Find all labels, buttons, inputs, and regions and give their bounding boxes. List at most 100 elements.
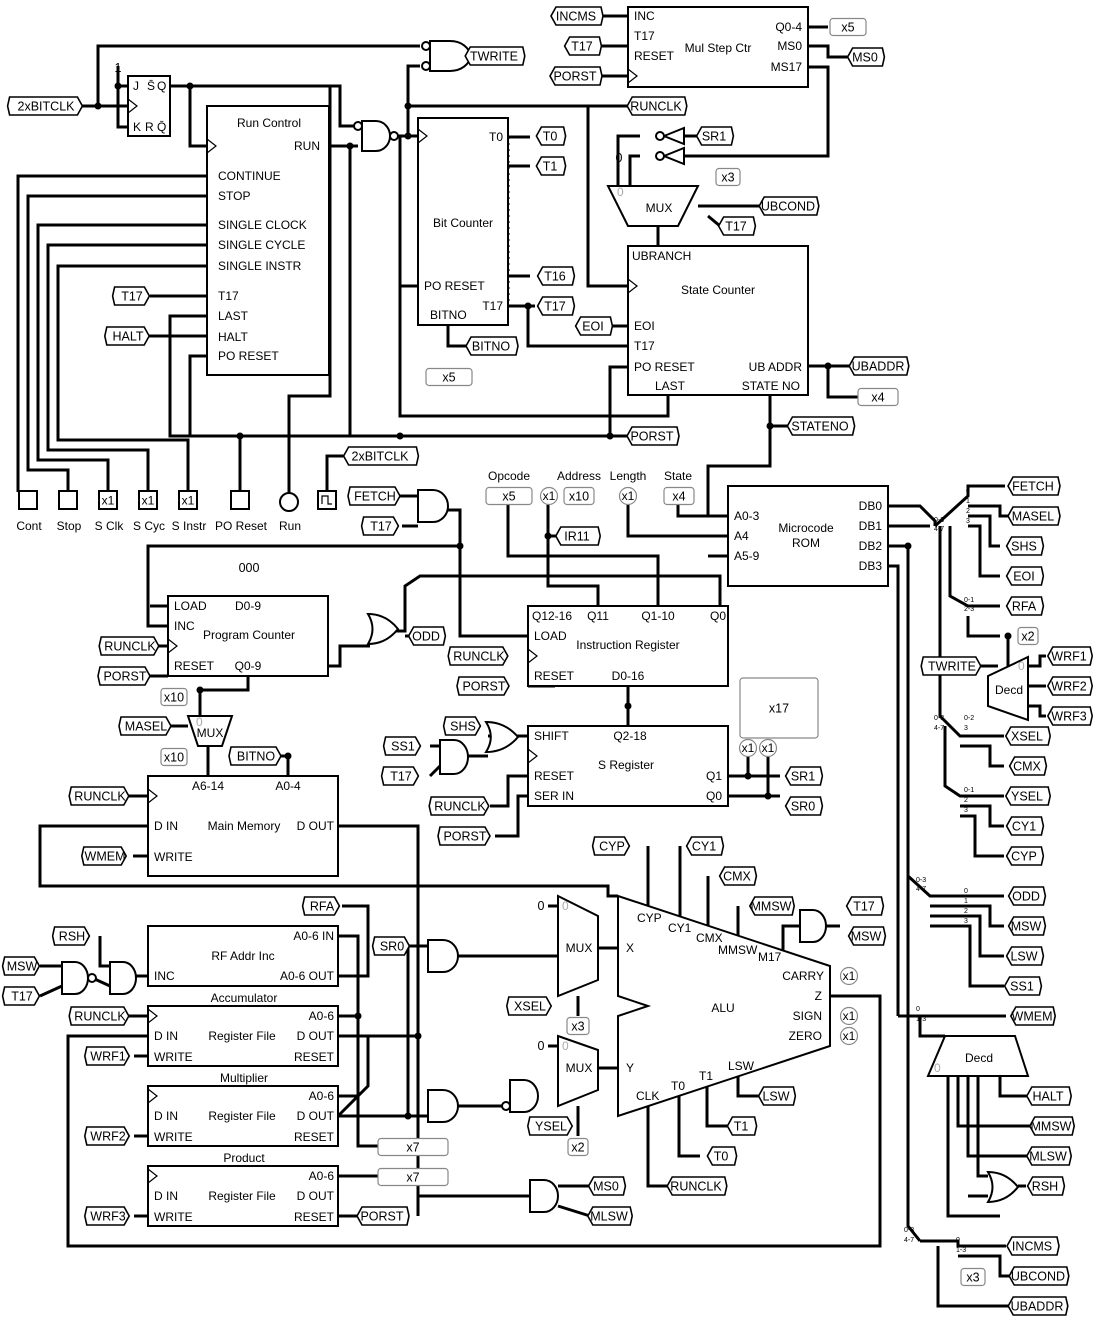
s-register-body — [527, 725, 729, 807]
pin-label: Q0 — [710, 609, 726, 623]
tunnel-label: TWRITE — [470, 50, 518, 64]
io-cont[interactable]: Cont — [16, 490, 42, 533]
splitter-label: 3 — [966, 518, 970, 525]
tunnel-label: MSW — [1011, 920, 1042, 934]
wire — [888, 504, 937, 526]
input-pin-icon[interactable] — [138, 490, 158, 510]
bit-width-indicator: x10 — [563, 486, 595, 506]
tunnel-wrf1: WRF1 — [1046, 646, 1094, 666]
io-run[interactable]: Run — [279, 492, 301, 533]
pin-label: Q̄ — [157, 120, 166, 134]
tunnel-label: PORST — [443, 830, 486, 844]
wire — [781, 924, 800, 957]
splitter-label: 0-2 — [964, 715, 974, 722]
splitter-label: 0 — [964, 888, 968, 895]
wire — [938, 526, 1004, 738]
io-po-reset[interactable]: PO Reset — [215, 490, 268, 533]
pin-label: 0 — [562, 899, 569, 913]
tunnel-label: SR0 — [791, 800, 815, 814]
inverter-bubble — [389, 131, 399, 141]
io-s-clk[interactable]: x1S Clk — [95, 490, 125, 533]
wire-junction — [196, 686, 204, 694]
tunnel-lsw: LSW — [1005, 946, 1045, 966]
push-button-icon[interactable] — [230, 490, 250, 510]
block-title: S Register — [598, 758, 654, 772]
tunnel-porst: PORST — [356, 1206, 410, 1226]
tunnel-label: RSH — [1032, 1180, 1058, 1194]
push-button-icon[interactable] — [18, 490, 38, 510]
tunnel-incms: INCMS — [550, 6, 604, 26]
wire-junction — [524, 302, 532, 310]
wire — [888, 544, 922, 1242]
wire — [628, 154, 640, 186]
wire-junction — [114, 82, 122, 90]
run-control-body — [206, 105, 330, 376]
tunnel-halt: HALT — [1025, 1086, 1073, 1106]
mux-pc-body — [186, 715, 234, 747]
constant-value: 1 — [115, 61, 122, 75]
pin-width-label: x1 — [543, 489, 556, 503]
tunnel-incms: INCMS — [1006, 1236, 1060, 1256]
io-s-instr[interactable]: x1S Instr — [172, 490, 207, 533]
tunnel-label: WMEM — [85, 850, 126, 864]
tunnel-label: LSW — [1010, 950, 1037, 964]
tunnel-ubcond: UBCOND — [758, 196, 820, 216]
pin-label: MMSW — [718, 943, 758, 957]
tunnel-label: MSW — [7, 960, 38, 974]
input-pin-icon[interactable] — [178, 490, 198, 510]
pin-label: WRITE — [154, 1210, 193, 1224]
tunnel-sr1: SR1 — [784, 766, 824, 786]
clock-input-icon — [527, 648, 538, 664]
pin-label: D OUT — [297, 1109, 335, 1123]
mux-y-body — [557, 1034, 599, 1108]
splitter-label: 1 — [966, 498, 970, 505]
splitter-label: 4-7 — [934, 725, 944, 732]
tunnel-label: MS0 — [593, 1180, 619, 1194]
main-memory-body — [147, 775, 339, 877]
io-stop[interactable]: Stop — [57, 490, 82, 533]
wire — [968, 524, 1000, 578]
input-pin-icon[interactable] — [98, 490, 118, 510]
wire-junction — [94, 102, 102, 110]
tunnel-porst: PORST — [437, 826, 491, 846]
io-label: Stop — [57, 519, 82, 533]
io-s-cyc[interactable]: x1S Cyc — [133, 490, 165, 533]
wire-junction — [186, 82, 194, 90]
pin-label: LOAD — [174, 599, 207, 613]
bit-width-label: x2 — [571, 1141, 584, 1155]
and-gate — [421, 40, 471, 72]
block-title: Run Control — [237, 116, 301, 130]
pin-label: SINGLE CYCLE — [218, 238, 305, 252]
tunnel-label: MSW — [851, 930, 882, 944]
tunnel-label: HALT — [112, 330, 143, 344]
pin-label: A0-6 — [309, 1169, 335, 1183]
and-gate — [427, 939, 459, 973]
tunnel-halt: HALT — [103, 326, 151, 346]
bit-width-indicator: x7 — [377, 1137, 449, 1157]
tunnel-label: PORST — [103, 670, 146, 684]
block-title: ALU — [711, 1001, 734, 1015]
pin-label: RESET — [534, 669, 575, 683]
pin-label: PO RESET — [634, 360, 695, 374]
push-button-icon[interactable] — [58, 490, 78, 510]
splitter-label: 0-3 — [904, 1227, 914, 1234]
splitter-label: 1-3 — [916, 1016, 926, 1023]
wire-junction — [284, 752, 292, 760]
io-clock[interactable] — [317, 490, 337, 510]
pin-label: HALT — [218, 330, 248, 344]
wire — [338, 904, 370, 978]
pin-label: PO RESET — [424, 279, 485, 293]
wire — [677, 1086, 700, 1158]
pin-label: Q1-10 — [641, 609, 675, 623]
wire — [616, 134, 640, 186]
tunnel-label: EOI — [1013, 570, 1035, 584]
register-file-accumulator-body — [147, 1005, 339, 1067]
block-title: ROM — [792, 536, 820, 550]
bit-width-indicator: x10 — [160, 747, 188, 767]
bit-width-label: x3 — [966, 1271, 979, 1285]
block-caption: Multiplier — [220, 1071, 268, 1085]
tunnel-stateno: STATENO — [786, 416, 856, 436]
